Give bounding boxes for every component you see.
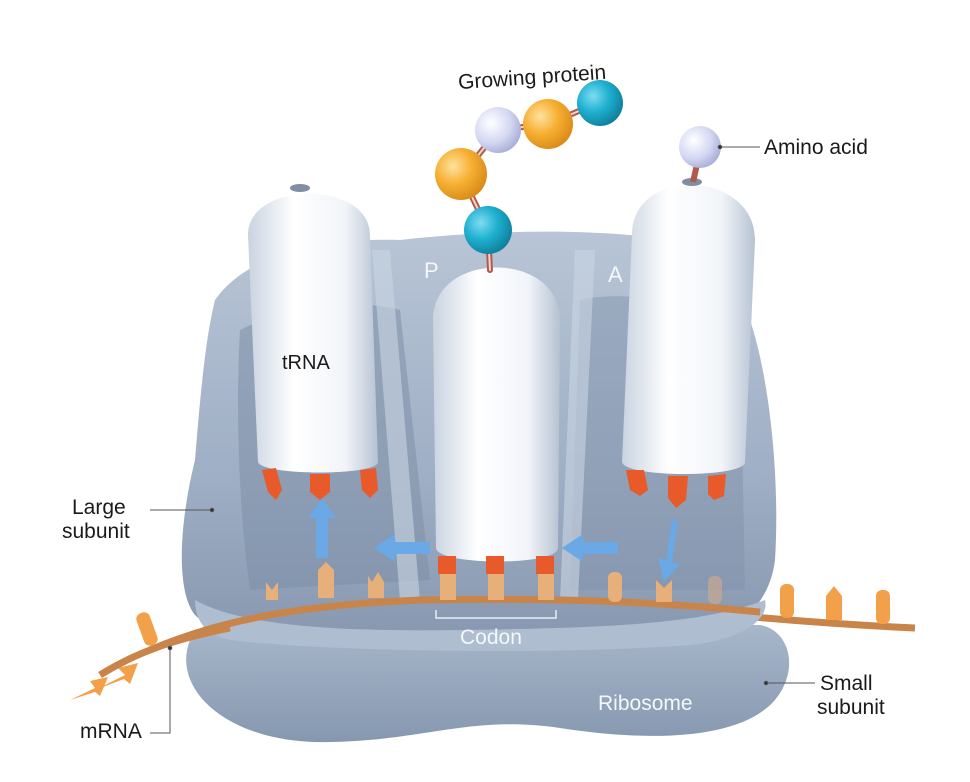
arrow-left-2 [562, 534, 618, 562]
codon-bracket [435, 610, 557, 619]
amino-acid-blue-2 [577, 80, 623, 126]
label-trna: tRNA [282, 352, 330, 374]
label-small-subunit-2: subunit [817, 696, 885, 719]
leader-lines [150, 144, 815, 734]
growing-protein-chain [435, 80, 623, 273]
amino-acid-single [679, 126, 721, 183]
mrna-exit [70, 612, 231, 700]
label-mrna: mRNA [80, 720, 142, 743]
amino-acid-orange-2 [523, 99, 573, 149]
label-small-subunit-1: Small [820, 672, 873, 695]
amino-acid-blue-1 [464, 206, 512, 254]
label-ribosome: Ribosome [598, 692, 693, 715]
label-site-a: A [608, 262, 623, 287]
movement-arrows [308, 498, 680, 582]
label-codon: Codon [460, 626, 522, 649]
mrna-in-ribosome [148, 562, 761, 654]
trna-right [622, 178, 755, 508]
label-site-p: P [424, 258, 439, 283]
trna-center [433, 267, 560, 574]
arrow-left-1 [374, 534, 430, 562]
amino-acid-lavender-1 [475, 107, 521, 153]
arrow-up [308, 498, 336, 558]
small-subunit [186, 620, 790, 743]
label-large-subunit-2: subunit [62, 520, 130, 543]
arrow-down [658, 520, 680, 582]
label-large-subunit-1: Large [72, 496, 126, 519]
label-amino-acid: Amino acid [764, 136, 868, 159]
trna-left [248, 184, 378, 500]
amino-acid-orange-1 [435, 148, 487, 200]
